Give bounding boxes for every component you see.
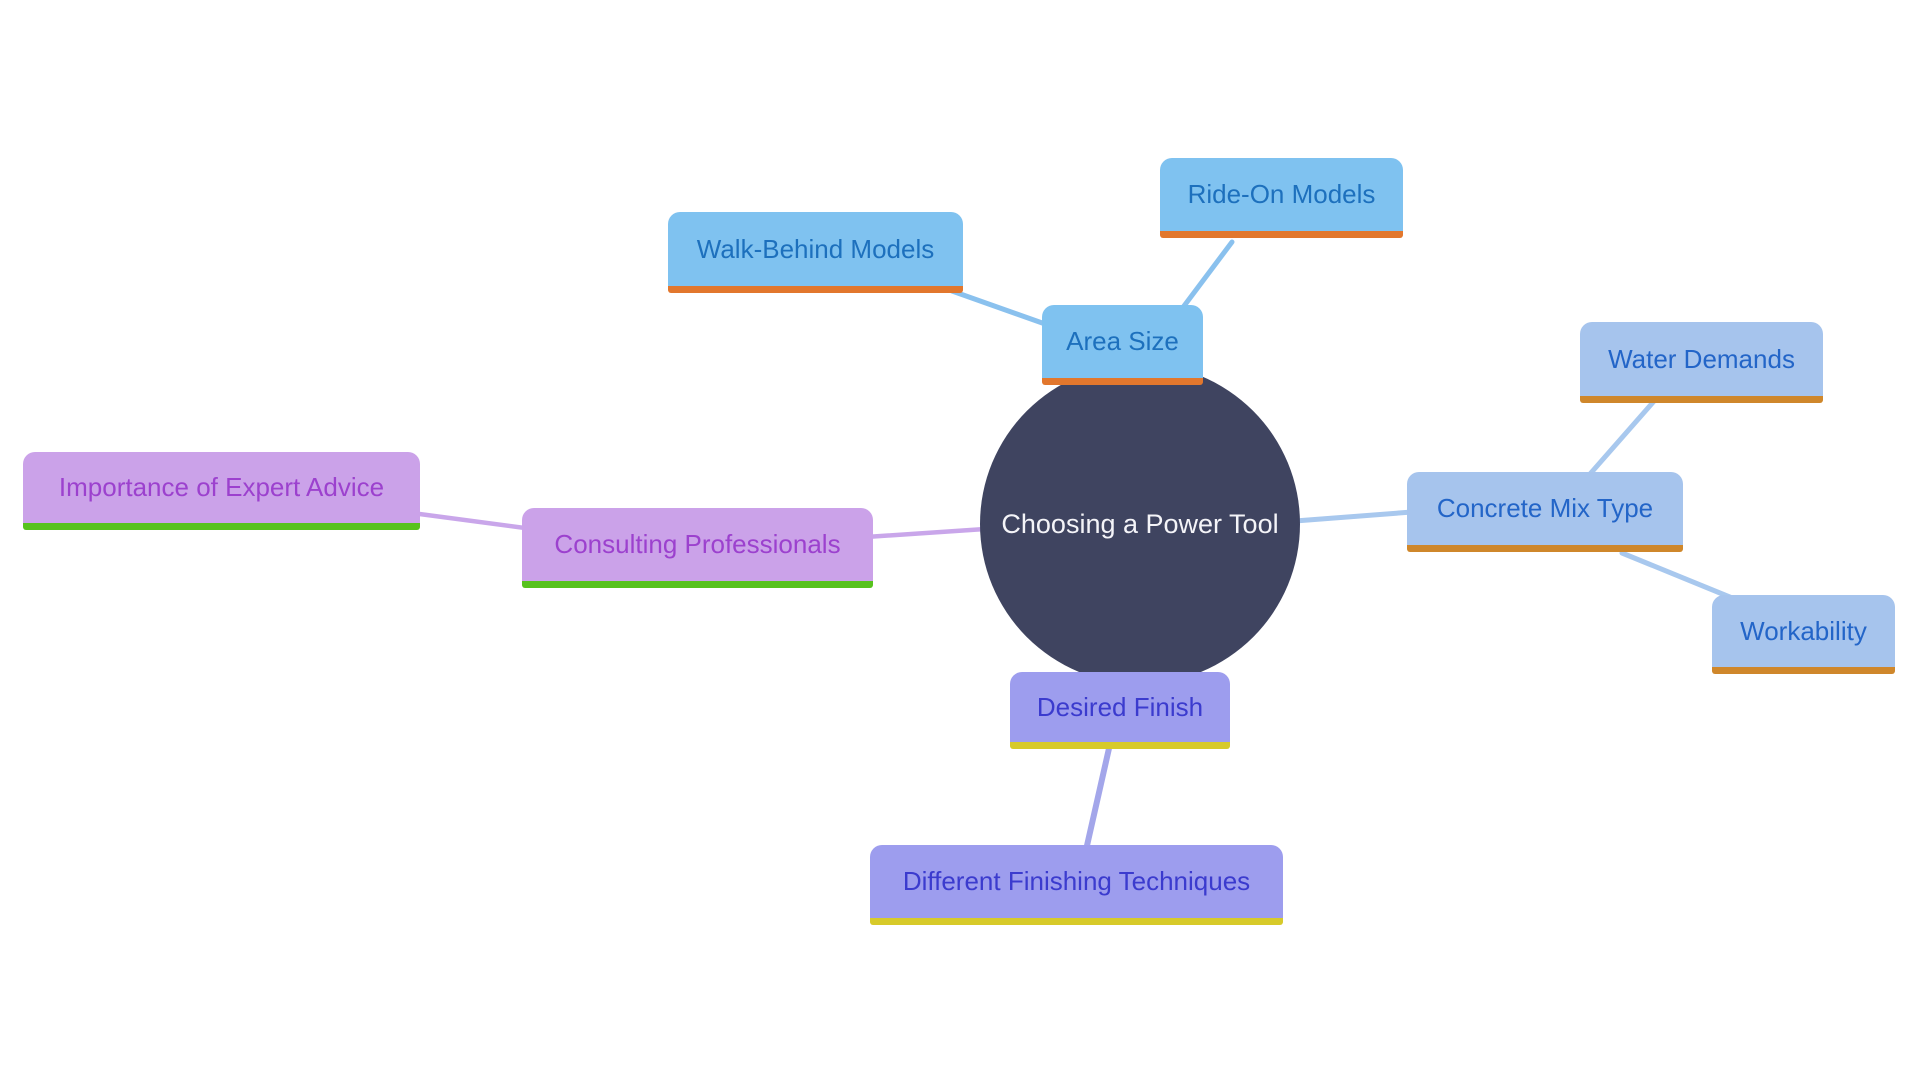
node-concrete-mix-type: Concrete Mix Type [1407, 472, 1683, 552]
node-walk-behind-models: Walk-Behind Models [668, 212, 963, 293]
node-importance-of-expert-advice-label: Importance of Expert Advice [58, 472, 385, 502]
node-workability: Workability [1712, 595, 1895, 674]
node-area-size-label: Area Size [1066, 326, 1179, 356]
edge-expert-advice-to-consulting [409, 510, 543, 533]
node-walk-behind-models-label: Walk-Behind Models [696, 233, 935, 264]
node-root-label: Choosing a Power Tool [1001, 508, 1279, 539]
node-different-finishing-techniques-label: Different Finishing Techniques [902, 866, 1251, 896]
node-desired-finish-label: Desired Finish [1036, 691, 1204, 722]
edge-root-to-consulting [863, 525, 1003, 540]
node-consulting-professionals: Consulting Professionals [522, 508, 873, 588]
node-concrete-mix-type-label: Concrete Mix Type [1436, 493, 1654, 523]
node-ride-on-models: Ride-On Models [1160, 158, 1403, 238]
node-workability-label: Workability [1740, 615, 1867, 646]
node-water-demands: Water Demands [1580, 322, 1823, 403]
node-area-size: Area Size [1042, 305, 1203, 385]
node-desired-finish: Desired Finish [1010, 672, 1230, 749]
edge-water-demands-to-concrete-mix [1587, 397, 1658, 477]
edge-concrete-mix-to-workability [1619, 550, 1745, 605]
node-importance-of-expert-advice: Importance of Expert Advice [23, 452, 420, 530]
edge-desired-finish-to-techniques [1083, 741, 1113, 853]
node-ride-on-models-label: Ride-On Models [1187, 179, 1376, 209]
edge-root-to-concrete-mix [1292, 509, 1415, 524]
node-water-demands-label: Water Demands [1608, 343, 1795, 374]
node-root: Choosing a Power Tool [980, 364, 1300, 684]
node-consulting-professionals-label: Consulting Professionals [554, 529, 841, 559]
node-different-finishing-techniques: Different Finishing Techniques [870, 845, 1283, 925]
